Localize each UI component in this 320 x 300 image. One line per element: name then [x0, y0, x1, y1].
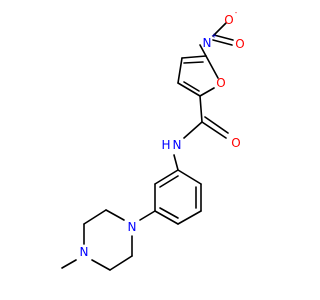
atom-labels: O - N + O O O H N N N: [80, 9, 245, 259]
atom-nitro-o-double: O: [235, 37, 244, 51]
bond-pz-n4-c5: [91, 259, 111, 271]
bond-carbonyl-o-b: [204, 116, 229, 134]
atom-symbol: N: [173, 138, 182, 152]
atom-symbol: O: [224, 13, 233, 27]
bond-pz-c5-c6: [109, 255, 133, 271]
atom-symbol: N: [203, 36, 212, 50]
bond-carbonyl-n: [183, 121, 203, 139]
bond-c3-c2-b: [183, 81, 200, 92]
bond-n-methyl: [61, 259, 77, 269]
atom-amide-nh: H N: [161, 138, 181, 152]
atom-nitro-n-plus: N +: [203, 32, 218, 50]
bond-c2-o1: [199, 87, 215, 97]
atom-charge: +: [211, 32, 217, 40]
atom-piperazine-n-methyl: N: [80, 245, 89, 259]
bond-c5-c4-b: [183, 61, 204, 64]
atom-carbonyl-o: O: [231, 136, 240, 150]
molecule-structure: O - N + O O O H N N N: [61, 9, 245, 271]
bonds: [61, 22, 234, 271]
bond-n-o-minus: [212, 22, 227, 37]
bond-n-o-double-b: [213, 34, 234, 41]
atom-charge: -: [235, 9, 238, 17]
bond-pz-c2-c3: [83, 209, 107, 225]
bond-ph-piperazine: [139, 210, 156, 221]
bond-carbonyl-o-a: [201, 121, 227, 139]
bond-c3-c2-a: [177, 82, 201, 97]
bond-o1-c5: [205, 55, 219, 79]
bond-c5-c4-a: [181, 55, 207, 59]
bond-c2-carbonyl: [199, 95, 203, 123]
bond-ph-3-4: [177, 210, 202, 225]
bond-n-o-double-a: [212, 39, 233, 46]
atom-furan-o: O: [216, 76, 225, 90]
bond-c4-c3: [177, 57, 183, 84]
bond-ph-1-2: [177, 169, 202, 185]
bond-ph-6-1-b: [159, 175, 179, 188]
atom-hydrogen: H: [161, 138, 170, 152]
bond-ph-4-5-a: [154, 210, 179, 225]
atom-nitro-o-minus: O -: [224, 9, 237, 27]
atom-piperazine-n-aryl: N: [128, 220, 137, 234]
bond-c5-n: [199, 44, 207, 57]
bond-pz-n1-c2: [105, 209, 125, 221]
bond-ph-6-1-a: [154, 169, 179, 185]
bond-ph-4-5-b: [159, 207, 179, 219]
bond-n-phenyl: [173, 154, 179, 171]
